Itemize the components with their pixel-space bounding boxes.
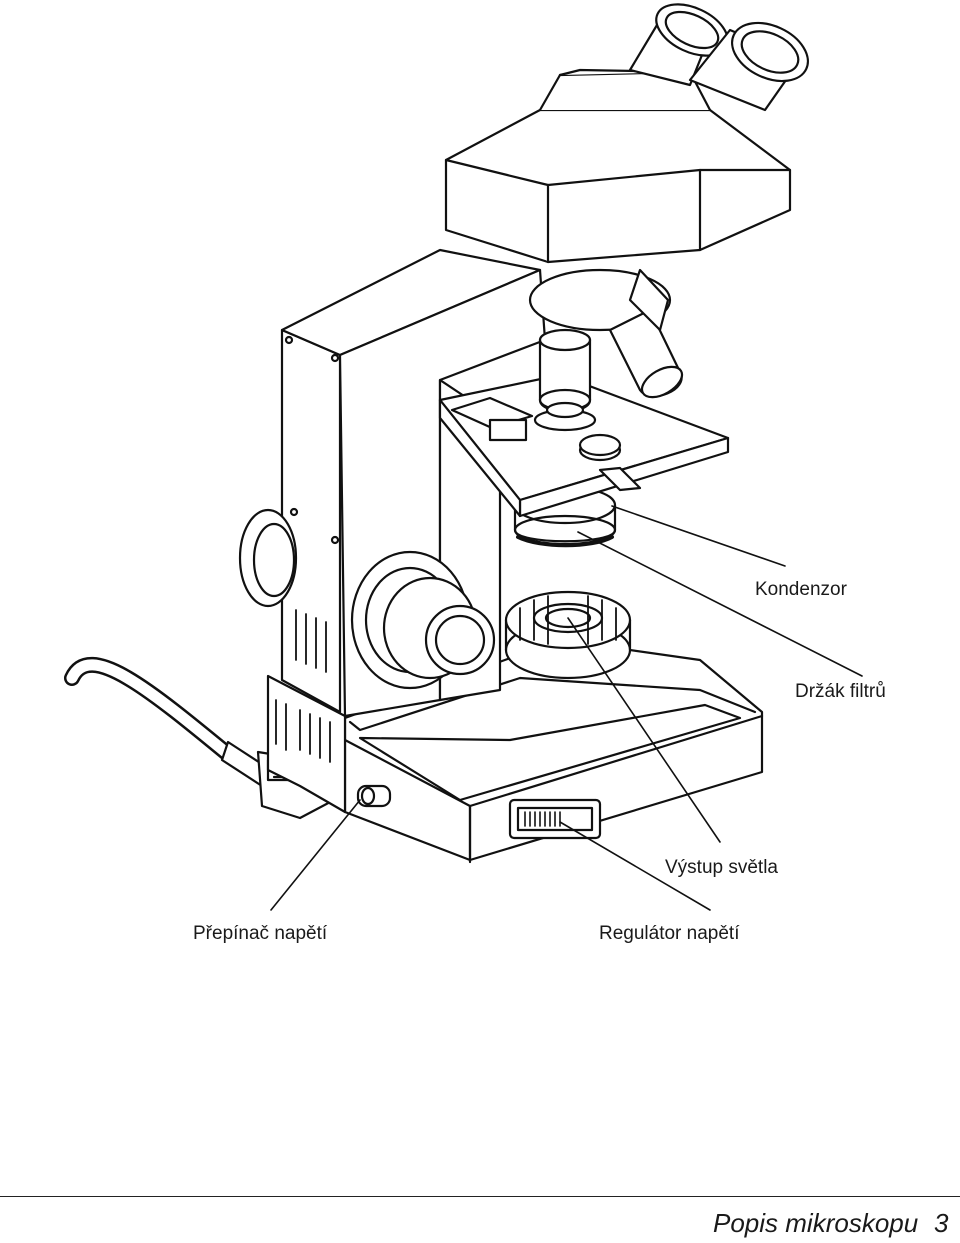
focus-knob-left (238, 508, 298, 608)
condenser (513, 485, 617, 548)
callout-kondenzor: Kondenzor (755, 579, 847, 600)
callout-drzak-filtru: Držák filtrů (795, 681, 886, 702)
footer-title: Popis mikroskopu (713, 1208, 919, 1238)
microscope-base (266, 638, 764, 864)
binocular-head (444, 68, 792, 264)
light-output-ring (504, 590, 632, 680)
footer-divider (0, 1196, 960, 1197)
callout-vystup-svetla: Výstup světla (665, 857, 778, 878)
objective-lenses (528, 268, 684, 419)
callout-regulator-napeti: Regulátor napětí (599, 923, 740, 944)
callout-leader-lines (270, 505, 863, 911)
callout-prepinac-napeti: Přepínač napětí (193, 923, 328, 944)
eyepieces (628, 3, 809, 112)
page-number: 3 (934, 1208, 949, 1238)
focus-knob-right (350, 550, 496, 690)
